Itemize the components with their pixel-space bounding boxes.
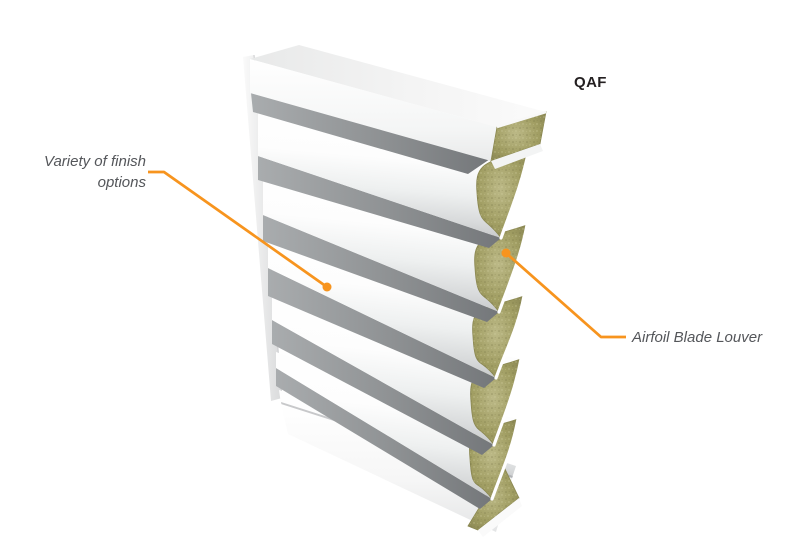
airfoil-blade-label: Airfoil Blade Louver (632, 329, 763, 346)
blade-leader-dot (501, 248, 511, 258)
blade-leader (501, 248, 626, 339)
model-label: QAF (574, 74, 607, 91)
head-insulation-cap (490, 110, 547, 169)
blade-leader-line (505, 251, 626, 339)
blade-insulation-cap-1 (476, 147, 531, 240)
finish-options-label: Variety of finish options (44, 151, 146, 193)
louver-blade-2 (263, 172, 529, 322)
finish-options-label-line1: Variety of finish (44, 153, 146, 170)
finish-leader-dot (322, 282, 332, 292)
finish-leader (148, 170, 332, 292)
louver-blade-1 (258, 110, 531, 248)
louver-head-frame (250, 45, 547, 174)
finish-leader-line (148, 170, 328, 289)
finish-options-label-line2: options (97, 174, 146, 191)
